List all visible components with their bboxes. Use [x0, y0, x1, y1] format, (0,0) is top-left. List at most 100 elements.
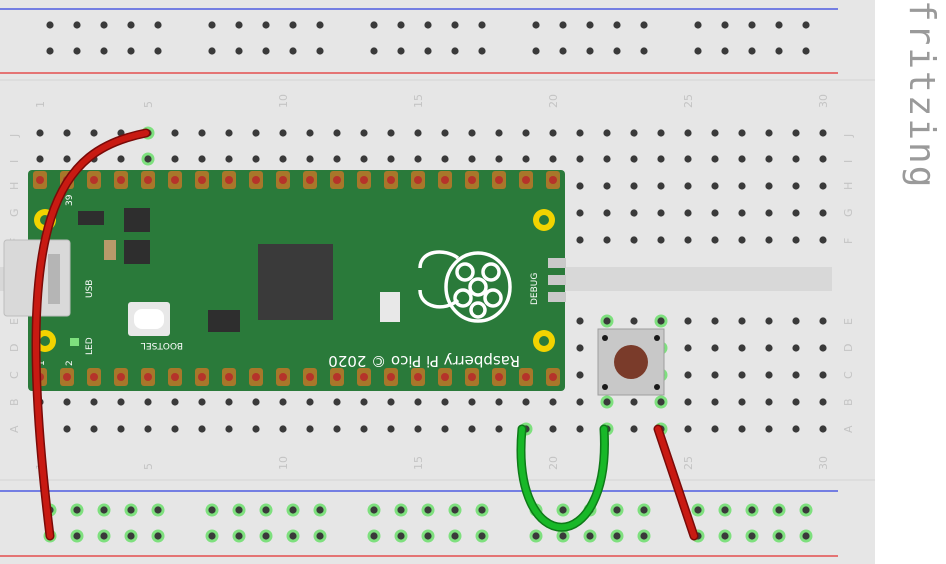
- hole-13-8[interactable]: [360, 398, 368, 406]
- hole-21-0[interactable]: [576, 129, 584, 137]
- hole-15-1[interactable]: [414, 155, 422, 163]
- rail-top-1-3-1[interactable]: [289, 47, 297, 55]
- hole-13-9[interactable]: [360, 425, 368, 433]
- hole-30-8[interactable]: [819, 398, 827, 406]
- hole-25-7[interactable]: [684, 371, 692, 379]
- hole-24-3[interactable]: [657, 209, 665, 217]
- rail-top-0-4-1[interactable]: [154, 47, 162, 55]
- hole-4-9[interactable]: [117, 425, 125, 433]
- red-wire-1[interactable]: [33, 130, 149, 539]
- rail-top-1-1-1[interactable]: [235, 47, 243, 55]
- hole-26-7[interactable]: [711, 371, 719, 379]
- hole-23-1[interactable]: [630, 155, 638, 163]
- hole-18-0[interactable]: [495, 129, 503, 137]
- pico-pin-bottom-4[interactable]: [117, 373, 125, 381]
- hole-7-1[interactable]: [198, 155, 206, 163]
- rail-top-1-3-0[interactable]: [289, 21, 297, 29]
- rail-bottom-0-4-1[interactable]: [154, 532, 162, 540]
- rail-bottom-4-2-0[interactable]: [748, 506, 756, 514]
- hole-9-0[interactable]: [252, 129, 260, 137]
- rail-top-4-2-0[interactable]: [748, 21, 756, 29]
- hole-19-0[interactable]: [522, 129, 530, 137]
- pico-pin-top-4[interactable]: [117, 176, 125, 184]
- hole-30-3[interactable]: [819, 209, 827, 217]
- hole-30-4[interactable]: [819, 236, 827, 244]
- rail-top-2-3-0[interactable]: [451, 21, 459, 29]
- pico-pin-bottom-7[interactable]: [198, 373, 206, 381]
- pico-pin-bottom-5[interactable]: [144, 373, 152, 381]
- hole-30-1[interactable]: [819, 155, 827, 163]
- hole-27-4[interactable]: [738, 236, 746, 244]
- hole-26-5[interactable]: [711, 317, 719, 325]
- rail-bottom-0-2-0[interactable]: [100, 506, 108, 514]
- hole-22-0[interactable]: [603, 129, 611, 137]
- pico-pin-bottom-9[interactable]: [252, 373, 260, 381]
- rail-bottom-3-1-0[interactable]: [559, 506, 567, 514]
- hole-25-8[interactable]: [684, 398, 692, 406]
- pico-pin-top-10[interactable]: [279, 176, 287, 184]
- hole-28-9[interactable]: [765, 425, 773, 433]
- hole-28-7[interactable]: [765, 371, 773, 379]
- hole-18-9[interactable]: [495, 425, 503, 433]
- hole-27-6[interactable]: [738, 344, 746, 352]
- rail-bottom-2-0-1[interactable]: [370, 532, 378, 540]
- hole-5-8[interactable]: [144, 398, 152, 406]
- hole-5-9[interactable]: [144, 425, 152, 433]
- hole-6-8[interactable]: [171, 398, 179, 406]
- pico-pin-top-16[interactable]: [441, 176, 449, 184]
- hole-21-7[interactable]: [576, 371, 584, 379]
- hole-19-1[interactable]: [522, 155, 530, 163]
- hole-15-0[interactable]: [414, 129, 422, 137]
- hole-6-0[interactable]: [171, 129, 179, 137]
- rail-top-3-3-0[interactable]: [613, 21, 621, 29]
- hole-25-2[interactable]: [684, 182, 692, 190]
- pico-pin-top-13[interactable]: [360, 176, 368, 184]
- pico-pin-bottom-14[interactable]: [387, 373, 395, 381]
- hole-8-1[interactable]: [225, 155, 233, 163]
- hole-18-8[interactable]: [495, 398, 503, 406]
- rail-top-3-4-1[interactable]: [640, 47, 648, 55]
- hole-27-3[interactable]: [738, 209, 746, 217]
- hole-22-2[interactable]: [603, 182, 611, 190]
- pico-pin-bottom-13[interactable]: [360, 373, 368, 381]
- rail-bottom-2-2-1[interactable]: [424, 532, 432, 540]
- hole-30-0[interactable]: [819, 129, 827, 137]
- rail-bottom-4-4-1[interactable]: [802, 532, 810, 540]
- hole-24-4[interactable]: [657, 236, 665, 244]
- rail-bottom-1-0-0[interactable]: [208, 506, 216, 514]
- hole-23-3[interactable]: [630, 209, 638, 217]
- rail-bottom-3-4-1[interactable]: [640, 532, 648, 540]
- hole-13-0[interactable]: [360, 129, 368, 137]
- rail-bottom-1-2-0[interactable]: [262, 506, 270, 514]
- hole-24-1[interactable]: [657, 155, 665, 163]
- rail-bottom-2-4-1[interactable]: [478, 532, 486, 540]
- rail-bottom-4-1-1[interactable]: [721, 532, 729, 540]
- hole-9-1[interactable]: [252, 155, 260, 163]
- rail-bottom-4-3-1[interactable]: [775, 532, 783, 540]
- hole-24-0[interactable]: [657, 129, 665, 137]
- hole-28-2[interactable]: [765, 182, 773, 190]
- hole-21-5[interactable]: [576, 317, 584, 325]
- rail-top-4-0-0[interactable]: [694, 21, 702, 29]
- rail-bottom-2-0-0[interactable]: [370, 506, 378, 514]
- pico-pin-bottom-3[interactable]: [90, 373, 98, 381]
- hole-30-6[interactable]: [819, 344, 827, 352]
- hole-28-3[interactable]: [765, 209, 773, 217]
- hole-29-9[interactable]: [792, 425, 800, 433]
- hole-16-0[interactable]: [441, 129, 449, 137]
- hole-27-9[interactable]: [738, 425, 746, 433]
- hole-21-4[interactable]: [576, 236, 584, 244]
- rail-bottom-3-1-1[interactable]: [559, 532, 567, 540]
- hole-17-1[interactable]: [468, 155, 476, 163]
- hole-6-1[interactable]: [171, 155, 179, 163]
- pico-pin-bottom-17[interactable]: [468, 373, 476, 381]
- rail-top-0-0-1[interactable]: [46, 47, 54, 55]
- hole-22-1[interactable]: [603, 155, 611, 163]
- rail-top-0-2-0[interactable]: [100, 21, 108, 29]
- rail-bottom-3-2-1[interactable]: [586, 532, 594, 540]
- pico-pin-bottom-19[interactable]: [522, 373, 530, 381]
- pico-pin-top-3[interactable]: [90, 176, 98, 184]
- hole-20-9[interactable]: [549, 425, 557, 433]
- hole-29-5[interactable]: [792, 317, 800, 325]
- hole-22-5[interactable]: [603, 317, 611, 325]
